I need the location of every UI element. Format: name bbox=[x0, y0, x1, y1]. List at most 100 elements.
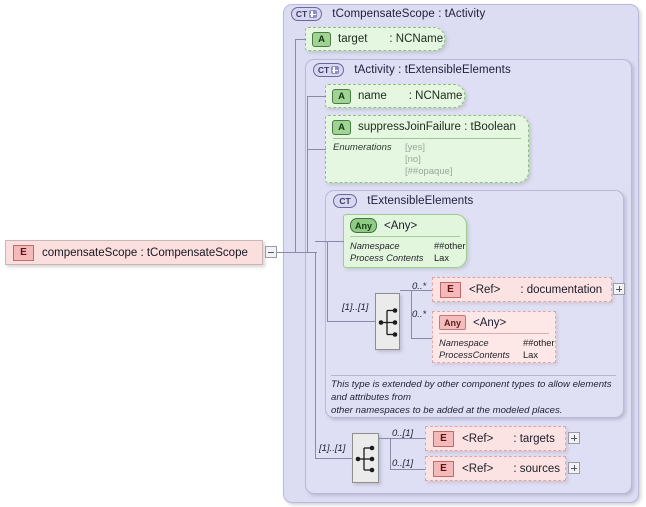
connector bbox=[315, 241, 328, 242]
ct-icon-tExtensibleElements[interactable]: CT bbox=[333, 194, 357, 208]
annotation-text: This type is extended by other component… bbox=[331, 379, 612, 416]
sequence-icon bbox=[378, 308, 398, 337]
any-pink-value: Lax bbox=[523, 350, 538, 361]
ref-documentation-type: : documentation bbox=[520, 283, 603, 296]
any-pink-key: ProcessContents bbox=[439, 350, 510, 361]
connector bbox=[295, 252, 307, 253]
enumeration-item: [##opaque] bbox=[405, 165, 453, 177]
connector bbox=[390, 438, 391, 469]
any-badge-icon: Any bbox=[439, 315, 466, 330]
any-green-key: Namespace bbox=[350, 241, 400, 251]
connector bbox=[400, 290, 432, 291]
connector bbox=[327, 321, 375, 322]
connector bbox=[411, 338, 432, 339]
any-pink-head: Any <Any> bbox=[433, 312, 555, 333]
root-element-name: compensateScope bbox=[42, 246, 138, 259]
sources-cardinality: 0..[1] bbox=[392, 458, 414, 469]
panel-label-tCompensateScope: tCompensateScope : tActivity bbox=[332, 8, 486, 21]
ref-targets-text: <Ref> : targets bbox=[462, 433, 555, 445]
any-element-pink[interactable]: Any <Any> Namespace##other ProcessConten… bbox=[432, 311, 556, 363]
connector bbox=[390, 469, 425, 470]
ref-sources[interactable]: E <Ref> : sources bbox=[425, 456, 566, 481]
connector bbox=[327, 241, 344, 242]
any-green-key: Process Contents bbox=[350, 253, 424, 264]
attribute-badge-icon: A bbox=[312, 31, 331, 47]
connector bbox=[295, 39, 306, 40]
connector bbox=[411, 290, 412, 338]
element-badge-icon: E bbox=[13, 244, 34, 261]
ref-documentation[interactable]: E <Ref> : documentation bbox=[432, 277, 612, 302]
enumerations-label: Enumerations bbox=[333, 142, 392, 153]
any-green-head: Any <Any> bbox=[344, 215, 466, 236]
ref-sources-name: <Ref> bbox=[462, 462, 494, 475]
expander-sources[interactable] bbox=[568, 462, 580, 474]
connector bbox=[315, 252, 316, 458]
root-element-type: : tCompensateScope bbox=[140, 246, 248, 259]
expander-root-element[interactable] bbox=[265, 246, 277, 258]
attribute-suppressJoinFailure-title: suppressJoinFailure : tBoolean bbox=[358, 121, 516, 133]
ref-targets-type: : targets bbox=[513, 432, 555, 445]
element-badge-icon: E bbox=[440, 281, 461, 298]
panel-title-tExtensibleElements: CT tExtensibleElements bbox=[333, 194, 473, 208]
any-pink-value: ##other bbox=[523, 338, 555, 348]
ref-targets[interactable]: E <Ref> : targets bbox=[425, 426, 566, 451]
ct-plus-icon-tActivity[interactable]: CT bbox=[313, 63, 344, 77]
ct-plus-icon-tCompensateScope[interactable]: CT bbox=[291, 7, 322, 21]
documentation-cardinality: 0..* bbox=[412, 281, 427, 292]
any-badge-icon: Any bbox=[350, 218, 377, 233]
connector bbox=[307, 252, 317, 253]
attribute-badge-icon: A bbox=[332, 119, 351, 135]
attribute-target-type: : NCName bbox=[389, 33, 444, 45]
element-badge-icon: E bbox=[433, 430, 454, 447]
ref-sources-type: : sources bbox=[513, 462, 560, 475]
panel-label-tActivity: tActivity : tExtensibleElements bbox=[354, 64, 511, 77]
sequence-icon bbox=[355, 445, 375, 473]
any-green-rows: Namespace ##other Process Contents Lax bbox=[350, 236, 466, 264]
attribute-target-head: A target : NCName bbox=[306, 28, 444, 50]
connector bbox=[327, 241, 328, 321]
inner-compositor-cardinality: [1]..[1] bbox=[342, 302, 369, 313]
panel-title-tActivity: CT tActivity : tExtensibleElements bbox=[313, 63, 511, 77]
connector bbox=[277, 252, 295, 253]
panel-label-tExtensibleElements: tExtensibleElements bbox=[367, 195, 474, 208]
connector bbox=[379, 438, 425, 439]
any-green-title: <Any> bbox=[384, 219, 418, 232]
expander-documentation[interactable] bbox=[613, 283, 625, 295]
outer-compositor-cardinality: [1]..[1] bbox=[319, 443, 346, 454]
any-pink-cardinality: 0..* bbox=[412, 309, 427, 320]
outer-compositor[interactable] bbox=[352, 433, 379, 483]
annotation-divider bbox=[331, 375, 616, 376]
attribute-target[interactable]: A target : NCName bbox=[305, 27, 445, 51]
attribute-suppressJoinFailure[interactable]: A suppressJoinFailure : tBoolean Enumera… bbox=[325, 115, 529, 183]
ref-documentation-text: <Ref> : documentation bbox=[469, 284, 602, 296]
any-element-green[interactable]: Any <Any> Namespace ##other Process Conte… bbox=[343, 214, 467, 268]
enumeration-item: [no] bbox=[405, 153, 421, 165]
connector bbox=[315, 458, 353, 459]
root-element-text: compensateScope : tCompensateScope bbox=[42, 247, 248, 259]
ref-sources-text: <Ref> : sources bbox=[462, 463, 560, 475]
attribute-name-type: : NCName bbox=[408, 90, 463, 102]
connector bbox=[307, 96, 326, 97]
attribute-name[interactable]: A name : NCName bbox=[325, 84, 465, 108]
targets-cardinality: 0..[1] bbox=[392, 428, 414, 439]
connector bbox=[307, 96, 308, 252]
any-green-value: Lax bbox=[434, 253, 449, 264]
any-green-value: ##other bbox=[434, 241, 466, 251]
connector bbox=[295, 39, 296, 253]
attribute-suppressJoinFailure-head: A suppressJoinFailure : tBoolean bbox=[326, 116, 528, 138]
connector bbox=[307, 149, 326, 150]
panel-title-tCompensateScope: CT tCompensateScope : tActivity bbox=[291, 7, 485, 21]
ref-targets-name: <Ref> bbox=[462, 432, 494, 445]
attribute-name-head: A name : NCName bbox=[326, 85, 464, 107]
attribute-name-name: name bbox=[358, 90, 387, 102]
expander-targets[interactable] bbox=[568, 432, 580, 444]
ref-documentation-name: <Ref> bbox=[469, 283, 501, 296]
attribute-target-name: target bbox=[338, 33, 368, 45]
element-badge-icon: E bbox=[433, 460, 454, 477]
attribute-badge-icon: A bbox=[332, 88, 351, 104]
root-element-compensateScope[interactable]: E compensateScope : tCompensateScope bbox=[5, 240, 263, 265]
inner-compositor[interactable] bbox=[375, 293, 400, 350]
attribute-enumerations-rows: Enumerations [yes] [no] [##opaque] bbox=[333, 138, 521, 182]
